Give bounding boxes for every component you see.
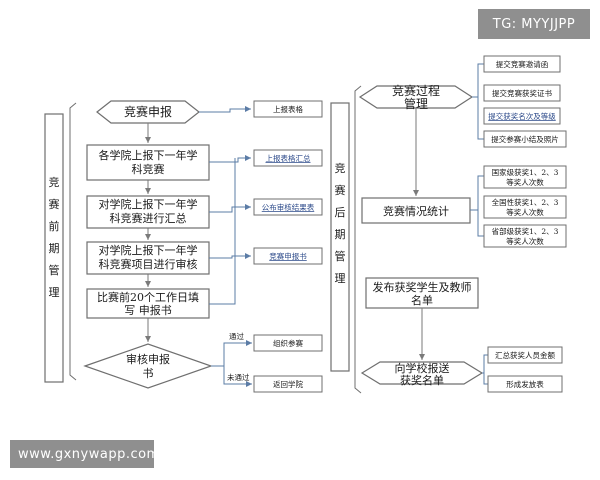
branch-arrow-pass [211,340,252,367]
report-items-bracket [483,354,488,385]
process-item-box [483,84,561,102]
right-side-char: 赛 [335,183,346,197]
right-side-char: 后 [335,206,346,219]
stats-item-box [483,224,567,248]
branch-label-fail: 未通过 [227,372,250,382]
result-label: 返回学院 [273,379,303,389]
stats-item-label: 等奖人次数 [506,177,544,187]
output-box [253,149,323,167]
decision-label: 审核申报 [126,352,170,366]
decision-diamond [83,343,213,389]
output-label: 公布审核结果表 [262,202,315,212]
stats-item-label: 全国性获奖1、2、3 [492,197,559,207]
left-side-char: 竞 [49,175,60,189]
step-label: 比赛前20个工作日填 [97,290,199,304]
start-label: 竞赛申报 [124,104,172,119]
process-item-label: 提交竞赛获奖证书 [492,88,552,98]
stats-items-bracket [477,175,484,237]
stats-item-box [483,165,567,189]
process-item-label: 提交参赛小结及照片 [491,134,559,144]
report-item-box [487,346,563,364]
left-side-char: 理 [49,286,60,299]
report-label: 向学校报送 [395,361,450,375]
result-box [253,375,323,393]
process-label: 管理 [404,96,428,111]
process-label: 竞赛过程 [392,83,440,98]
step-label: 对学院上报下一年学 [99,197,198,211]
connector-line [209,158,236,305]
left-side-label-box [44,113,64,383]
connector-arrow [209,155,251,163]
stats-item-label: 国家级获奖1、2、3 [492,167,559,177]
result-box [253,334,323,352]
stats-item-box [483,195,567,219]
step-label: 科竞赛项目进行审核 [99,257,198,271]
right-side-label-box [330,102,350,372]
process-item-label: 提交获奖名次及等级 [488,111,556,121]
process-item-label: 提交竞赛邀请函 [496,59,549,69]
process-item-box [483,107,561,125]
branch-arrow-fail [223,366,252,387]
stats-label: 竞赛情况统计 [383,204,449,218]
step-box [86,195,210,229]
report-item-label: 汇总获奖人员金额 [495,350,555,360]
connector-arrow [209,253,251,259]
process-item-box [483,55,561,73]
left-side-char: 期 [49,242,60,255]
output-label: 上报表格汇总 [266,153,311,163]
decision-label: 书 [143,367,154,380]
stats-item-label: 等奖人次数 [506,236,544,246]
report-label: 获奖名单 [400,373,444,387]
step-label: 对学院上报下一年学 [99,243,198,257]
right-side-char: 管 [335,249,346,263]
publish-label: 发布获奖学生及教师 [373,280,472,294]
watermark-top-right: TG: MYYJJPP [478,9,590,39]
right-bracket [354,85,362,394]
result-label: 组织参赛 [273,338,303,348]
right-side-char: 理 [335,272,346,285]
process-item-box [483,130,567,148]
step-label: 科竞赛进行汇总 [110,211,187,225]
process-items-bracket [477,63,484,140]
report-item-label: 形成发放表 [506,379,544,389]
output-box [253,100,323,118]
stats-item-label: 等奖人次数 [506,207,544,217]
publish-box [365,277,479,309]
left-bracket [69,102,77,381]
watermark-url: www.gxnywapp.com [10,440,159,468]
stats-item-label: 省部级获奖1、2、3 [492,226,559,236]
output-box [253,247,323,265]
step-label: 各学院上报下一年学 [99,148,198,162]
left-side-char: 管 [49,263,60,277]
right-side-char: 期 [335,228,346,241]
right-side-char: 竞 [335,161,346,175]
connector-arrow [209,204,251,213]
output-box [253,198,323,216]
step-label: 科竞赛 [132,162,165,176]
report-item-box [487,375,563,393]
left-side-char: 前 [49,219,60,233]
step-label: 写 申报书 [124,303,172,317]
output-label: 竞赛申报书 [269,251,307,261]
output-label: 上报表格 [273,104,303,114]
publish-label: 名单 [411,293,433,307]
left-side-char: 赛 [49,197,60,211]
connector-arrow [199,106,251,113]
branch-label-pass: 通过 [229,331,244,341]
